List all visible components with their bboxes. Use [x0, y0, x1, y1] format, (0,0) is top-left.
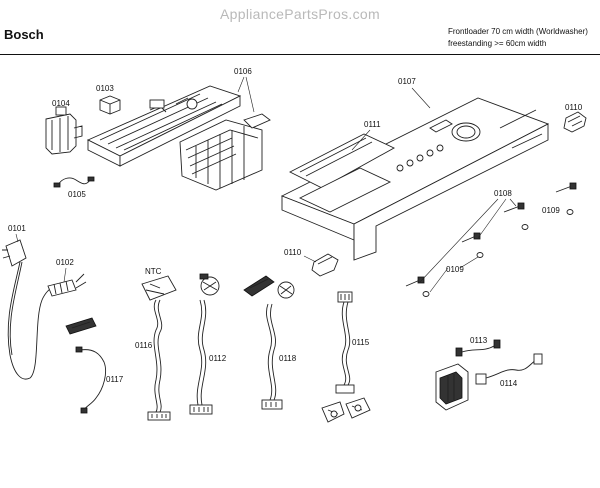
label-0110-bottom: 0110	[284, 248, 302, 257]
part-0105-drawing	[53, 176, 95, 188]
part-0108-drawing	[405, 182, 577, 287]
part-0115-drawing	[321, 291, 371, 423]
label-0102: 0102	[56, 258, 74, 267]
label-0114: 0114	[500, 379, 518, 388]
label-0108: 0108	[494, 189, 512, 198]
label-0109-right: 0109	[542, 206, 560, 215]
part-0103-drawing	[99, 95, 121, 115]
label-0106: 0106	[234, 67, 252, 76]
part-0110-top-drawing	[563, 111, 587, 133]
label-0101: 0101	[8, 224, 26, 233]
part-0101-drawing	[2, 239, 73, 380]
label-0112: 0112	[209, 354, 227, 363]
label-0104: 0104	[52, 99, 70, 108]
label-ntc: NTC	[145, 267, 162, 276]
part-0116-drawing	[141, 275, 177, 421]
part-0107-drawing	[280, 97, 550, 261]
label-0105: 0105	[68, 190, 86, 199]
label-0118: 0118	[279, 354, 297, 363]
part-0110-bottom-drawing	[311, 253, 339, 277]
part-0102-drawing	[47, 273, 87, 297]
description-line-1: Frontloader 70 cm width (Worldwasher)	[448, 27, 588, 36]
label-0115: 0115	[352, 338, 370, 347]
label-0116: 0116	[135, 341, 153, 350]
header-rule	[0, 54, 600, 55]
part-0112-drawing	[189, 273, 220, 415]
watermark: AppliancePartsPros.com	[220, 6, 380, 22]
description-line-2: freestanding >= 60cm width	[448, 39, 547, 48]
label-0117: 0117	[106, 375, 124, 384]
part-0114-drawing	[435, 353, 543, 411]
label-0113: 0113	[470, 336, 488, 345]
label-0111: 0111	[364, 120, 381, 129]
label-0109-bottom: 0109	[446, 265, 464, 274]
part-0109-drawing	[422, 209, 574, 297]
label-0107: 0107	[398, 77, 416, 86]
part-0104-drawing	[45, 106, 83, 155]
part-0106-drawing	[86, 85, 271, 191]
label-0103: 0103	[96, 84, 114, 93]
brand-title: Bosch	[4, 27, 44, 42]
label-0110-top: 0110	[565, 103, 583, 112]
part-0118-drawing	[243, 275, 295, 410]
part-0113-drawing	[455, 339, 501, 357]
part-0117-drawing	[65, 317, 107, 414]
